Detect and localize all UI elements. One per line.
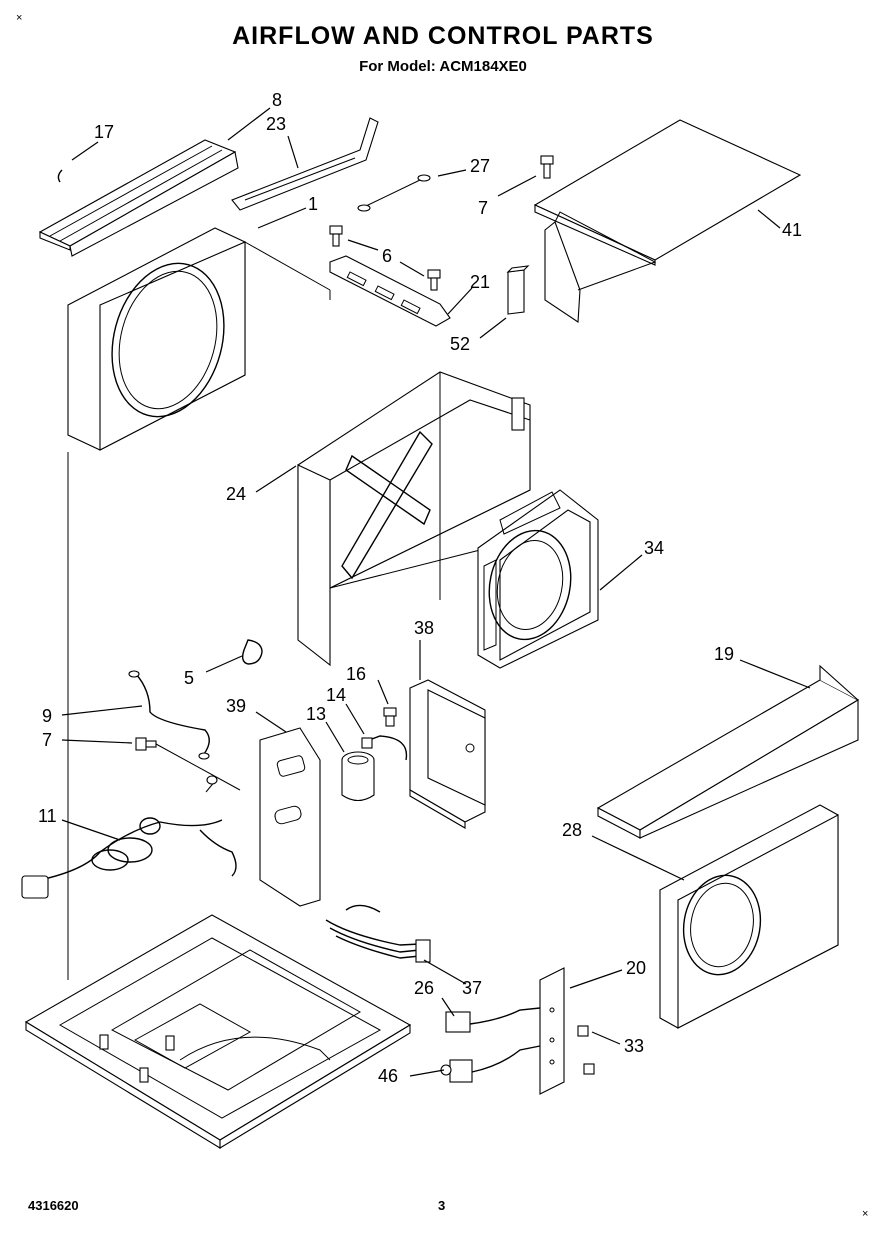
callout-28: 28 — [562, 820, 582, 840]
part-24-panel — [297, 371, 531, 667]
callout-46: 46 — [378, 1066, 398, 1086]
callout-34: 34 — [644, 538, 664, 558]
page-title: AIRFLOW AND CONTROL PARTS — [232, 22, 654, 50]
part-26-switch — [445, 1007, 541, 1033]
callout-14: 14 — [326, 685, 346, 705]
callout-20: 20 — [626, 958, 646, 978]
callout-24: 24 — [226, 484, 246, 504]
part-33-screws — [577, 1025, 595, 1075]
part-38-control-bracket — [409, 679, 486, 829]
callout-1: 1 — [308, 194, 318, 214]
callout-17: 17 — [94, 122, 114, 142]
callout-19: 19 — [714, 644, 734, 664]
part-34-blower-scroll — [477, 489, 599, 669]
callout-11: 11 — [38, 806, 57, 826]
part-21-mount-bracket — [329, 255, 451, 327]
callout-41: 41 — [782, 220, 802, 240]
part-6-screws — [329, 225, 441, 291]
callout-23: 23 — [266, 114, 286, 134]
part-13-capacitor — [341, 751, 375, 802]
base-pan — [24, 914, 412, 1149]
part-17-clip — [57, 169, 63, 183]
callout-27: 27 — [470, 156, 490, 176]
callout-7-top: 7 — [478, 198, 488, 218]
callout-13: 13 — [306, 704, 326, 724]
callout-21: 21 — [470, 272, 490, 292]
part-46-switch — [440, 1045, 541, 1083]
part-39-control-plate — [259, 727, 321, 907]
part-7-screw-left — [135, 737, 241, 791]
callout-6: 6 — [382, 246, 392, 266]
callout-5: 5 — [184, 668, 194, 688]
callout-39: 39 — [226, 696, 246, 716]
part-1-fan-shroud — [67, 227, 331, 451]
part-8-top-bracket — [38, 139, 239, 257]
callout-9: 9 — [42, 706, 52, 726]
callout-16: 16 — [346, 664, 366, 684]
part-19-top-panel — [596, 664, 860, 839]
part-7-screw-top — [540, 155, 554, 179]
part-27-grommet — [357, 174, 431, 212]
part-23-gasket-strip — [231, 117, 379, 211]
callout-33: 33 — [624, 1036, 644, 1056]
callout-7-left: 7 — [42, 730, 52, 750]
callout-52: 52 — [450, 334, 470, 354]
part-14-strap — [361, 735, 408, 761]
corner-mark-bottom-right: × — [862, 1208, 869, 1220]
part-28-condenser-shroud — [659, 804, 839, 1029]
model-subtitle: For Model: ACM184XE0 — [359, 58, 527, 75]
page-number: 3 — [438, 1198, 446, 1213]
leader-lines — [61, 107, 811, 1077]
document-number: 4316620 — [28, 1198, 79, 1213]
part-5-clamp — [241, 639, 263, 665]
callout-26: 26 — [414, 978, 434, 998]
part-52-plate — [506, 265, 530, 315]
part-11-power-cord — [21, 775, 237, 899]
part-20-mounting-plate — [539, 967, 565, 1095]
callout-37: 37 — [462, 978, 482, 998]
part-41-top-cover — [533, 119, 802, 323]
callout-8: 8 — [272, 90, 282, 110]
part-9-ground-wire — [128, 670, 210, 760]
part-37-wire-harness — [325, 904, 431, 963]
corner-mark-top-left: × — [16, 12, 23, 24]
callout-38: 38 — [414, 618, 434, 638]
part-16-screw — [383, 707, 397, 727]
